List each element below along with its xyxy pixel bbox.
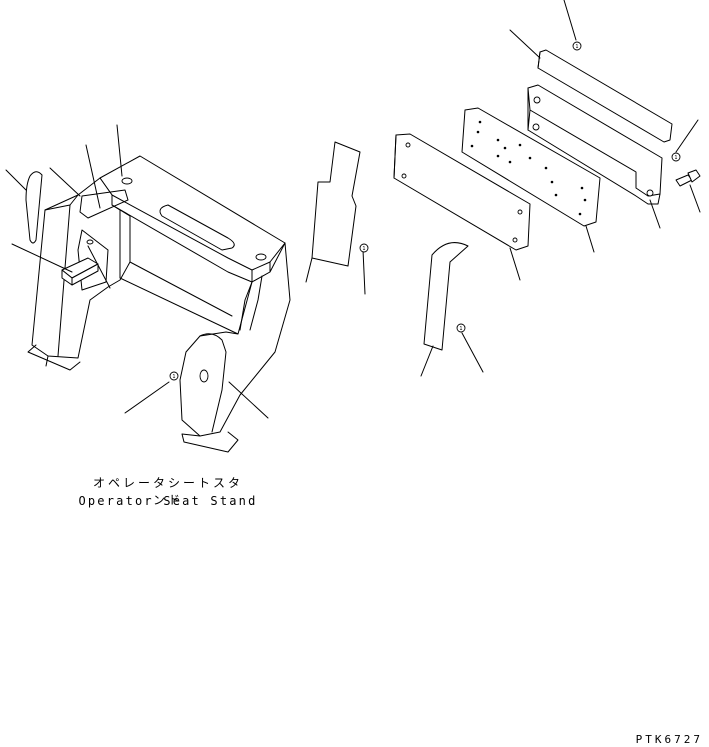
marker-e bbox=[671, 152, 681, 162]
perforated-plate bbox=[461, 107, 601, 253]
bolt-part: 1 bbox=[671, 119, 701, 213]
top-strip-pad: 1 bbox=[509, 0, 673, 143]
drawing-code: PTK6727 bbox=[635, 733, 703, 746]
marker-a bbox=[169, 371, 179, 381]
marker-d bbox=[572, 41, 582, 51]
flat-plate-left bbox=[393, 133, 531, 281]
marker-e-symbol: 1 bbox=[674, 155, 677, 161]
marker-d-symbol: 1 bbox=[575, 44, 578, 50]
side-trim-strip bbox=[25, 171, 43, 244]
stepped-side-pad: 1 bbox=[305, 141, 369, 295]
notched-back-pad bbox=[527, 84, 663, 229]
seat-stand-frame bbox=[27, 155, 291, 453]
marker-a-symbol: 1 bbox=[172, 374, 175, 380]
caption-japanese: オペレータシートスタンド bbox=[92, 476, 243, 507]
caption-english: Operator Seat Stand bbox=[78, 494, 258, 508]
marker-b-symbol: 1 bbox=[362, 246, 365, 252]
marker-b bbox=[359, 243, 369, 253]
marker-c bbox=[456, 323, 466, 333]
curved-side-cushion: 1 bbox=[420, 242, 484, 377]
marker-c-symbol: 1 bbox=[459, 326, 462, 332]
frame-leaders: 1 bbox=[5, 124, 269, 419]
